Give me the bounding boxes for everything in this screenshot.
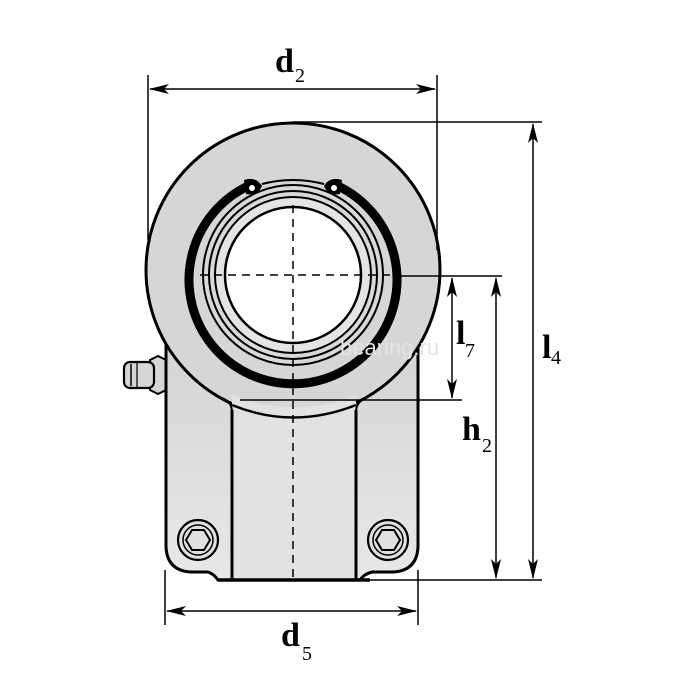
clamp-bolt-right-icon [366, 518, 410, 562]
svg-text:l: l [456, 315, 465, 352]
svg-text:2: 2 [295, 65, 305, 87]
label-h2: h 2 [462, 411, 492, 457]
center-lines [200, 205, 395, 580]
dimension-arrows [149, 84, 538, 616]
svg-text:4: 4 [551, 347, 561, 369]
svg-text:5: 5 [302, 643, 312, 665]
label-l4: l 4 [542, 329, 561, 369]
svg-text:l: l [542, 329, 551, 366]
svg-text:2: 2 [482, 435, 492, 457]
welding-shank [218, 395, 370, 582]
clamp-bolt-left-icon [176, 518, 220, 562]
svg-text:h: h [462, 411, 481, 448]
svg-text:d: d [275, 43, 294, 80]
retaining-ring [184, 178, 402, 389]
svg-text:d: d [281, 617, 300, 654]
grease-nipple-icon [122, 354, 167, 396]
label-l7: l 7 [456, 315, 475, 362]
label-d2: d 2 [275, 43, 305, 87]
svg-text:7: 7 [465, 340, 475, 362]
extension-lines [147, 75, 542, 625]
label-d5: d 5 [281, 617, 312, 665]
watermark: bearing.ru [340, 335, 439, 360]
